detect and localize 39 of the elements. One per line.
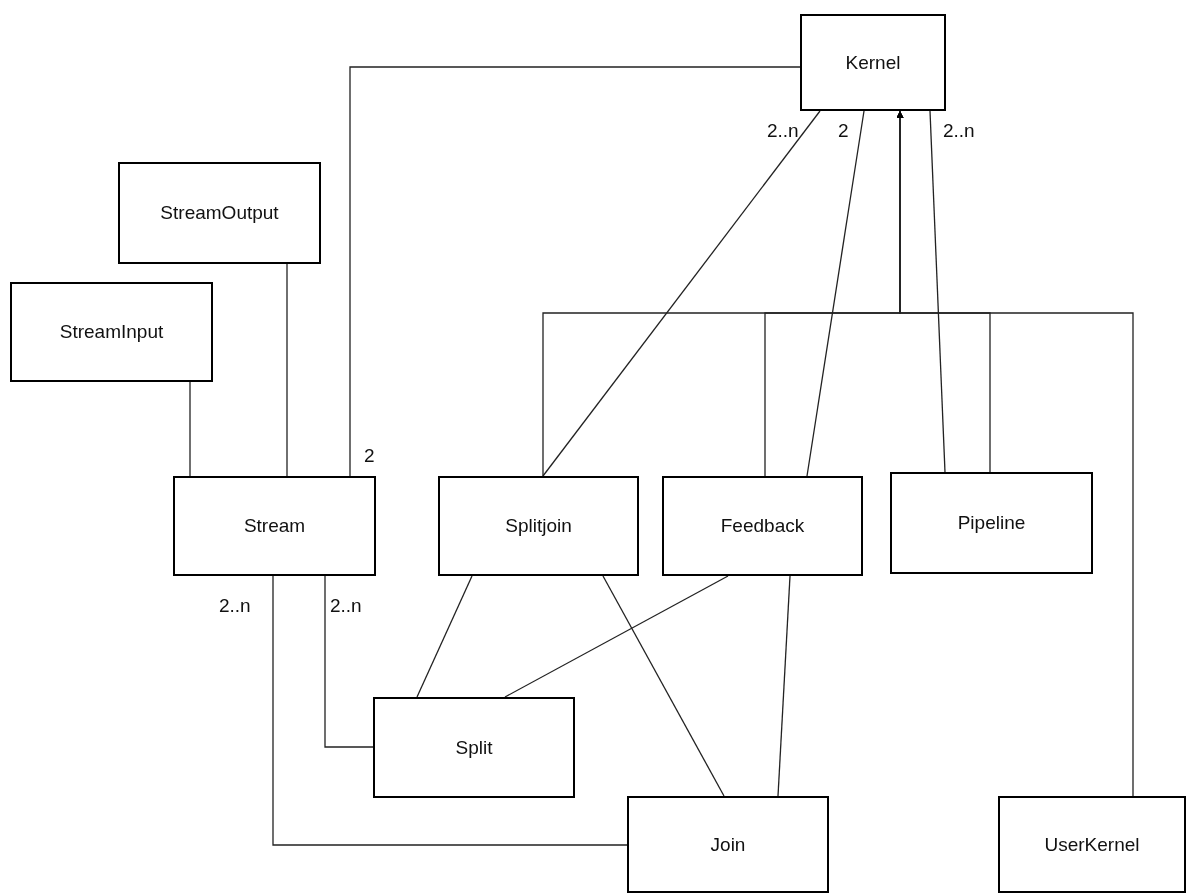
class-box	[173, 476, 376, 576]
class-name: StreamOutput	[160, 202, 279, 224]
class-box	[890, 472, 1093, 574]
class-box	[118, 162, 321, 264]
inheritance-arrow	[896, 110, 1134, 797]
class-name: Join	[710, 833, 746, 856]
association-line	[777, 575, 791, 797]
association-line	[602, 575, 725, 797]
class-box	[800, 14, 946, 111]
class-box	[373, 697, 575, 798]
association-line	[542, 110, 821, 477]
class-name: UserKernel	[1044, 833, 1140, 856]
class-name: Split	[455, 736, 493, 759]
class-box	[627, 796, 829, 893]
class-name: Splitjoin	[505, 515, 572, 537]
association-line	[286, 263, 288, 477]
class-box	[10, 282, 213, 382]
association-line	[806, 110, 865, 477]
association-line	[504, 575, 729, 698]
multiplicity-label: 2	[838, 121, 849, 140]
class-box	[998, 796, 1186, 893]
association-line	[324, 575, 374, 748]
class-name: StreamInput	[59, 321, 164, 343]
association-line	[929, 110, 946, 473]
association-line	[189, 381, 191, 477]
multiplicity-label: 2	[364, 446, 375, 465]
class-box	[662, 476, 863, 576]
class-name: Stream	[243, 515, 306, 537]
class-name: Feedback	[720, 515, 805, 537]
multiplicity-label: 2..n	[330, 596, 362, 615]
multiplicity-label: 2..n	[219, 596, 251, 615]
class-box	[438, 476, 639, 576]
multiplicity-label: 2..n	[943, 121, 975, 140]
association-line	[416, 575, 473, 698]
association-line	[272, 575, 628, 846]
class-name: Kernel	[845, 51, 901, 74]
class-name: Pipeline	[957, 512, 1026, 534]
multiplicity-label: 2..n	[767, 121, 799, 140]
association-line	[349, 66, 801, 477]
